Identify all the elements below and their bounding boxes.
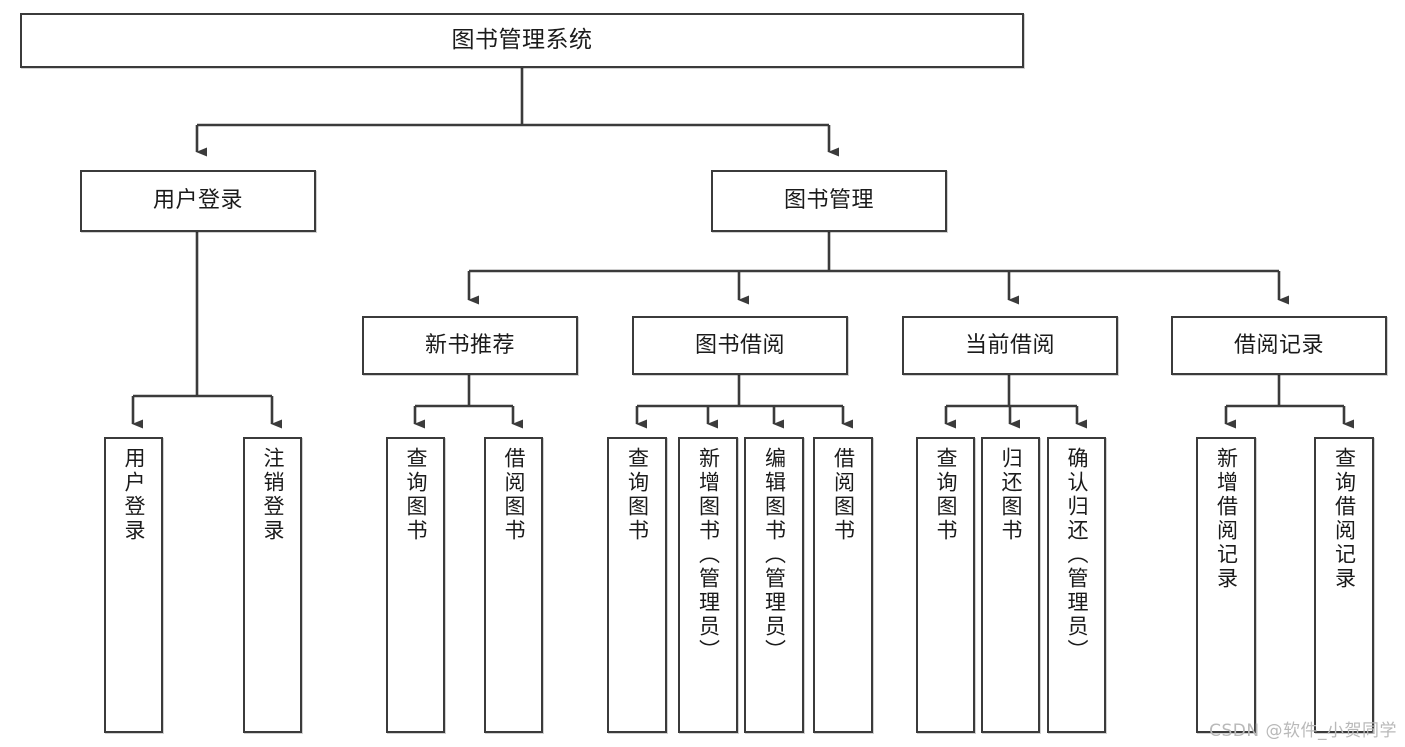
node-label: 编辑图书（管理员）	[762, 447, 787, 663]
leaf-book-borrow-borrow[interactable]: 借阅图书	[813, 437, 873, 733]
node-book-borrow[interactable]: 图书借阅	[632, 316, 848, 375]
node-label: 当前借阅	[964, 332, 1055, 358]
node-label: 新增借阅记录	[1214, 447, 1239, 591]
node-borrow-record[interactable]: 借阅记录	[1171, 316, 1387, 375]
node-label: 用户登录	[122, 447, 146, 543]
leaf-current-borrow-confirm-return[interactable]: 确认归还（管理员）	[1047, 437, 1106, 733]
leaf-current-borrow-query[interactable]: 查询图书	[916, 437, 975, 733]
node-root-system[interactable]: 图书管理系统	[20, 13, 1024, 68]
node-label: 新增图书（管理员）	[696, 447, 721, 663]
leaf-user-login-logout[interactable]: 注销登录	[243, 437, 302, 733]
node-label: 查询图书	[404, 447, 428, 543]
leaf-book-borrow-query[interactable]: 查询图书	[607, 437, 667, 733]
node-label: 图书借阅	[694, 332, 785, 358]
node-label: 新书推荐	[424, 332, 515, 358]
node-current-borrow[interactable]: 当前借阅	[902, 316, 1118, 375]
leaf-book-borrow-add[interactable]: 新增图书（管理员）	[678, 437, 738, 733]
node-label: 借阅图书	[502, 447, 526, 543]
leaf-borrow-record-add[interactable]: 新增借阅记录	[1196, 437, 1256, 733]
node-new-book-recommend[interactable]: 新书推荐	[362, 316, 578, 375]
node-user-login[interactable]: 用户登录	[80, 170, 316, 232]
leaf-new-book-borrow[interactable]: 借阅图书	[484, 437, 543, 733]
leaf-borrow-record-query[interactable]: 查询借阅记录	[1314, 437, 1374, 733]
node-book-management[interactable]: 图书管理	[711, 170, 947, 232]
node-label: 图书管理	[783, 188, 874, 214]
leaf-current-borrow-return[interactable]: 归还图书	[981, 437, 1040, 733]
node-label: 图书管理系统	[451, 27, 593, 54]
node-label: 查询图书	[934, 447, 958, 543]
node-label: 借阅记录	[1233, 332, 1324, 358]
node-label: 查询图书	[625, 447, 650, 543]
node-label: 归还图书	[999, 447, 1023, 543]
leaf-new-book-query[interactable]: 查询图书	[386, 437, 445, 733]
node-label: 借阅图书	[831, 447, 856, 543]
node-label: 查询借阅记录	[1332, 447, 1357, 591]
node-label: 注销登录	[261, 447, 285, 543]
leaf-book-borrow-edit[interactable]: 编辑图书（管理员）	[744, 437, 804, 733]
node-label: 确认归还（管理员）	[1065, 447, 1089, 663]
leaf-user-login-login[interactable]: 用户登录	[104, 437, 163, 733]
watermark: CSDN @软件_小贺同学	[1209, 721, 1397, 741]
node-label: 用户登录	[152, 188, 243, 214]
